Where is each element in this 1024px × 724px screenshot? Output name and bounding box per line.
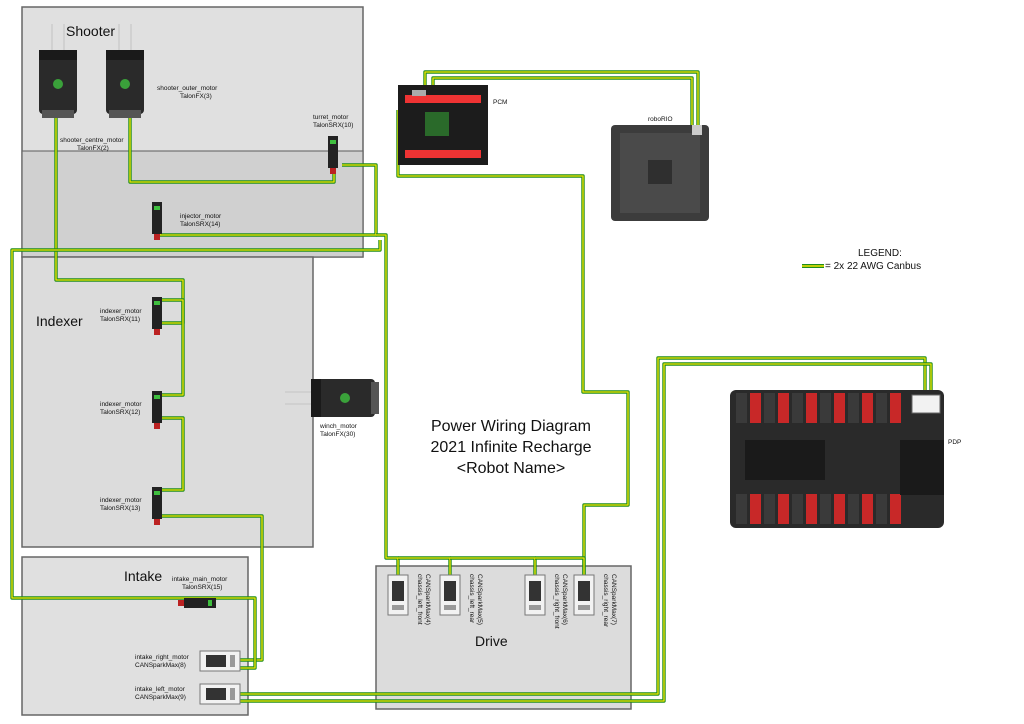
- injector-ctrl: TalonSRX(14): [180, 221, 220, 228]
- chassis-left-rear-spark: [439, 574, 461, 616]
- can-wire-yellow-2: [397, 110, 629, 575]
- injector-name: injector_motor: [180, 213, 222, 220]
- can-wire-yellow-15: [240, 363, 932, 702]
- pdp-breaker: [806, 494, 817, 524]
- pdp-breaker: [848, 393, 859, 423]
- can-wire-yellow-9: [376, 234, 399, 575]
- can-wire-yellow-6: [162, 515, 263, 661]
- legend-heading: LEGEND:: [858, 248, 902, 259]
- winch-ctrl: TalonFX(30): [320, 431, 355, 438]
- intake-main-name: intake_main_motor: [172, 576, 228, 583]
- indexer3-name: indexer_motor: [100, 497, 142, 504]
- pdp-breaker: [736, 393, 747, 423]
- can-wire-yellow-14: [240, 357, 926, 695]
- clf-ctrl: CANSparkMax(4): [424, 574, 431, 625]
- pdp-breaker: [764, 393, 775, 423]
- pdp-breaker: [862, 393, 873, 423]
- indexer-label: Indexer: [36, 313, 83, 329]
- pdp-breaker: [736, 494, 747, 524]
- turret-name: turret_motor: [313, 114, 349, 121]
- chassis-right-rear-spark: [573, 574, 595, 616]
- intake-main-ctrl: TalonSRX(15): [182, 584, 222, 591]
- can-wire-yellow-3: [55, 110, 184, 324]
- pdp-breaker: [820, 393, 831, 423]
- intake-left-spark: [199, 683, 241, 705]
- pdp-breaker: [750, 393, 761, 423]
- pdp-label: PDP: [948, 439, 961, 446]
- pdp-breaker: [792, 494, 803, 524]
- pdp-breaker: [834, 494, 845, 524]
- shooter-outer-ctrl: TalonFX(3): [180, 93, 212, 100]
- pdp-breaker: [876, 393, 887, 423]
- drive-labels: chassis_left_front CANSparkMax(4) chassi…: [416, 574, 617, 629]
- pcm: PCM: [398, 85, 507, 165]
- title-line-1: Power Wiring Diagram: [431, 418, 591, 435]
- clf-name: chassis_left_front: [416, 574, 423, 625]
- can-wire-yellow-10: [11, 240, 381, 669]
- pdp-breaker: [778, 393, 789, 423]
- intake-right-ctrl: CANSparkMax(8): [135, 662, 186, 669]
- drive-label: Drive: [475, 633, 508, 649]
- shooter-outer-name: shooter_outer_motor: [157, 85, 218, 92]
- roborio: roboRIO: [611, 116, 709, 221]
- indexer2-ctrl: TalonSRX(12): [100, 409, 140, 416]
- indexer1-name: indexer_motor: [100, 308, 142, 315]
- pdp-breaker: [806, 393, 817, 423]
- legend-entry: = 2x 22 AWG Canbus: [825, 261, 921, 272]
- can-wire-yellow-13: [535, 557, 585, 575]
- shooter-centre-name: shooter_centre_motor: [60, 137, 124, 144]
- crf-name: chassis_right_front: [553, 574, 560, 629]
- pdp-breaker: [876, 494, 887, 524]
- can-wire-yellow-0: [424, 71, 699, 128]
- can-wire-yellow-4: [162, 299, 184, 396]
- clr-ctrl: CANSparkMax(5): [476, 574, 483, 625]
- title-line-3: <Robot Name>: [457, 460, 566, 477]
- chassis-right-front-spark: [524, 574, 546, 616]
- indexer2-name: indexer_motor: [100, 401, 142, 408]
- legend: LEGEND: = 2x 22 AWG Canbus: [802, 248, 921, 272]
- shooter-label: Shooter: [66, 23, 115, 39]
- shooter-centre-ctrl: TalonFX(2): [77, 145, 109, 152]
- intake-label: Intake: [124, 568, 162, 584]
- intake-left-ctrl: CANSparkMax(9): [135, 694, 186, 701]
- intake-left-name: intake_left_motor: [135, 686, 186, 693]
- pdp-breaker: [820, 494, 831, 524]
- crf-ctrl: CANSparkMax(6): [561, 574, 568, 625]
- indexer-zone-lower: [21, 256, 314, 548]
- winch-name: winch_motor: [319, 423, 358, 430]
- pdp-breaker: [834, 393, 845, 423]
- pdp-breaker: [750, 494, 761, 524]
- pdp-breaker: [890, 494, 901, 524]
- can-wire-green-9: [376, 233, 400, 575]
- turret-ctrl: TalonSRX(10): [313, 122, 353, 129]
- pdp-breaker: [764, 494, 775, 524]
- pdp-breaker: [778, 494, 789, 524]
- pdp-breaker: [890, 393, 901, 423]
- pcm-label: PCM: [493, 99, 507, 106]
- zones: [21, 6, 632, 716]
- indexer1-ctrl: TalonSRX(11): [100, 316, 140, 323]
- pdp-breaker: [792, 393, 803, 423]
- clr-name: chassis_left_rear: [468, 574, 475, 624]
- crr-ctrl: CANSparkMax(7): [610, 574, 617, 625]
- intake-right-spark: [199, 650, 241, 672]
- diagram-title: Power Wiring Diagram 2021 Infinite Recha…: [431, 418, 592, 477]
- intake-right-name: intake_right_motor: [135, 654, 190, 661]
- pdp-breaker: [848, 494, 859, 524]
- indexer-zone: [21, 150, 364, 258]
- can-wire-yellow-5: [162, 417, 184, 491]
- roborio-label: roboRIO: [648, 116, 673, 123]
- chassis-left-front-spark: [387, 574, 409, 616]
- title-line-2: 2021 Infinite Recharge: [431, 439, 592, 456]
- zone-labels: Shooter Indexer Intake Drive: [36, 23, 508, 649]
- pdp: PDP: [730, 390, 961, 528]
- motor-labels: shooter_outer_motor TalonFX(3) shooter_c…: [60, 85, 358, 701]
- pdp-breaker: [862, 494, 873, 524]
- crr-name: chassis_right_rear: [602, 574, 609, 628]
- indexer3-ctrl: TalonSRX(13): [100, 505, 140, 512]
